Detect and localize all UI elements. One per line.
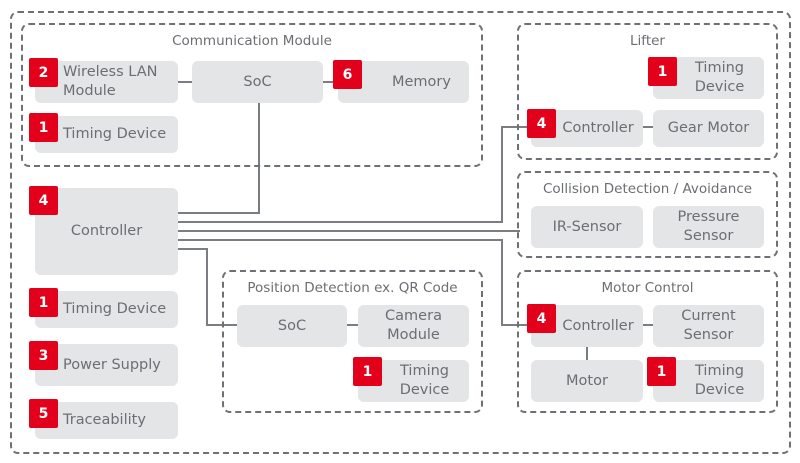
box-label-line2: Device	[694, 79, 745, 95]
ir-sensor-box[interactable]: IR-Sensor	[531, 206, 643, 248]
main-controller-box[interactable]: Controller	[35, 188, 178, 275]
motor-box[interactable]: Motor	[531, 360, 643, 402]
main-timing-device-box[interactable]: Timing Device	[35, 291, 178, 328]
group-title: Communication Module	[172, 33, 332, 49]
group-motor-control: Motor Control	[517, 270, 778, 413]
traceability-box[interactable]: Traceability	[35, 402, 178, 439]
box-label-line1: Current	[681, 308, 736, 324]
box-label-line2: Sensor	[683, 228, 734, 244]
soc-box[interactable]: SoC	[192, 61, 323, 103]
gear-motor-box[interactable]: Gear Motor	[653, 110, 764, 147]
box-label-line1: Pressure	[677, 209, 740, 225]
box-label-line1: Camera	[385, 308, 442, 324]
outer-system-frame	[10, 11, 791, 454]
position-soc-box[interactable]: SoC	[237, 305, 347, 347]
wireless-lan-module-box[interactable]: Wireless LAN Module	[35, 61, 178, 103]
badge-4: 4	[527, 304, 556, 333]
group-title: Lifter	[630, 33, 665, 49]
badge-1: 1	[353, 357, 382, 386]
group-title: Motor Control	[601, 280, 694, 296]
box-label-line1: Wireless LAN	[63, 64, 158, 80]
badge-1: 1	[29, 113, 58, 142]
power-supply-box[interactable]: Power Supply	[35, 344, 178, 386]
box-label-line2: Device	[694, 382, 745, 398]
group-communication-module: Communication Module	[21, 23, 483, 167]
box-label-line2: Device	[399, 382, 450, 398]
box-label-line1: Timing	[695, 363, 744, 379]
badge-6: 6	[333, 60, 362, 89]
badge-2: 2	[29, 58, 58, 87]
badge-1: 1	[648, 57, 677, 86]
wire-controller-lifter	[178, 126, 530, 223]
badge-4: 4	[527, 109, 556, 138]
badge-1: 1	[29, 288, 58, 317]
badge-1: 1	[647, 357, 676, 386]
wire-controller-motor-control	[178, 239, 530, 326]
group-collision-detection: Collision Detection / Avoidance	[517, 171, 778, 258]
badge-5: 5	[29, 399, 58, 428]
group-lifter: Lifter	[517, 23, 778, 160]
box-label-line1: Timing	[400, 363, 449, 379]
box-label-line2: Sensor	[683, 327, 734, 343]
timing-device-box[interactable]: Timing Device	[35, 116, 178, 153]
group-position-detection: Position Detection ex. QR Code	[222, 270, 483, 413]
group-title: Position Detection ex. QR Code	[247, 280, 458, 296]
wire-soc-controller	[178, 103, 260, 214]
badge-4: 4	[29, 186, 58, 215]
box-label-line1: Timing	[695, 60, 744, 76]
box-label-line2: Module	[387, 327, 440, 343]
badge-3: 3	[29, 341, 58, 370]
group-title: Collision Detection / Avoidance	[542, 181, 753, 197]
box-label-line2: Module	[63, 83, 116, 99]
